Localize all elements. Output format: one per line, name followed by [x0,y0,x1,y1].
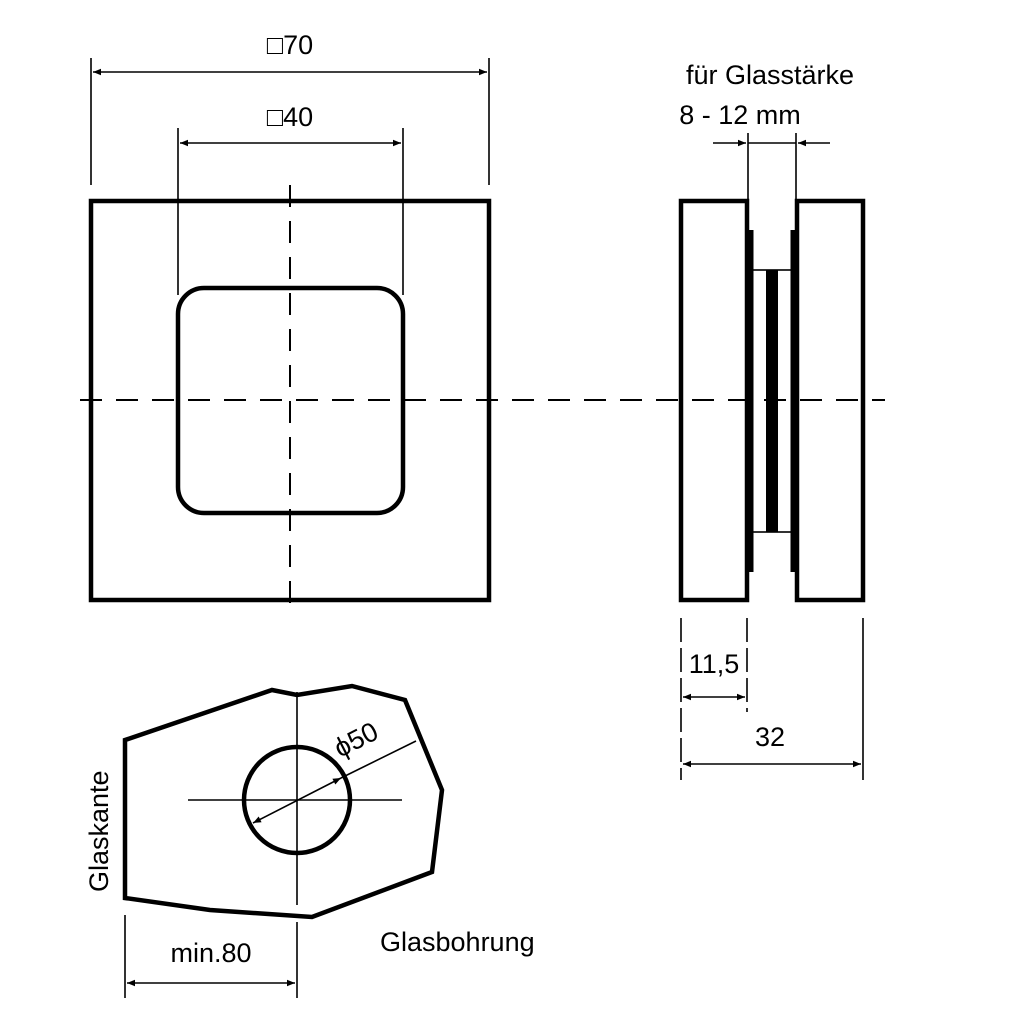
glass-hole-label: Glasbohrung [380,927,535,957]
glass-hole-detail: ϕ50 Glaskante min.80 Glasbohrung [84,683,535,998]
front-view: □70 □40 [80,30,885,612]
side-view: für Glasstärke 8 - 12 mm 11,5 32 [678,60,866,780]
left-plate [678,198,750,603]
glass-edge-label: Glaskante [84,770,114,892]
outer-dimension-label: □70 [267,30,313,60]
edge-distance-label: min.80 [170,938,251,968]
plate-thickness-label: 11,5 [689,649,740,679]
connector-bolt [766,270,778,532]
diameter-leader [340,740,417,779]
total-thickness-label: 32 [755,722,785,752]
inner-dimension-label: □40 [267,102,313,132]
glass-thickness-range: 8 - 12 mm [679,100,801,130]
diameter-label: ϕ50 [329,716,383,763]
glass-thickness-label: für Glasstärke [686,60,854,90]
glass-outline [122,683,445,920]
diameter-dim [252,777,342,824]
right-plate [794,198,866,603]
